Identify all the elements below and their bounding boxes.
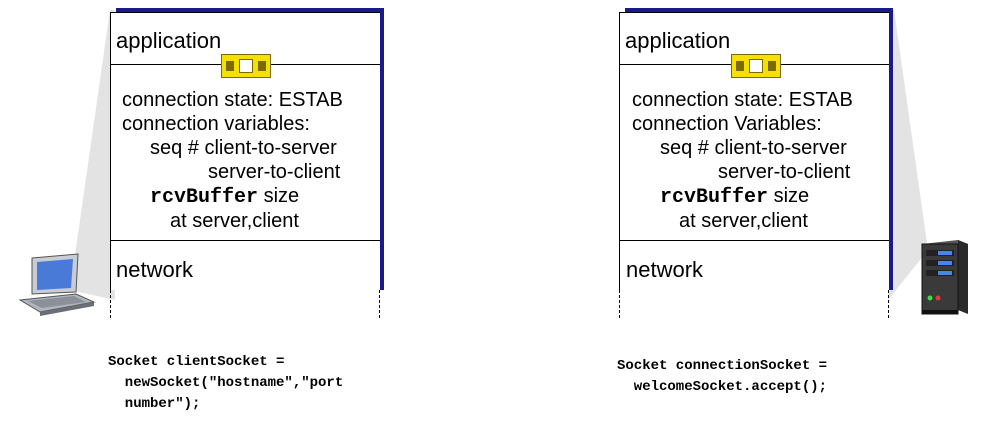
client-network-label: network	[116, 257, 194, 282]
server-socket-icon	[731, 54, 781, 78]
server-application-label: application	[625, 28, 731, 53]
server-dash-right	[888, 290, 889, 318]
server-code-line2: welcomeSocket.accept();	[617, 379, 828, 395]
server-divider-bottom	[619, 240, 889, 241]
server-at-server-client: at server,client	[679, 210, 808, 232]
server-rcvbuffer-line: rcvBuffer size	[660, 184, 809, 210]
client-conn-state: connection state: ESTAB	[122, 89, 343, 111]
server-network-label: network	[626, 257, 704, 282]
client-divider-bottom	[110, 240, 380, 241]
server-server-to-client: server-to-client	[718, 161, 851, 183]
client-dash-left	[110, 290, 111, 318]
client-perspective-cone	[70, 10, 115, 300]
client-at-server-client: at server,client	[170, 210, 299, 232]
client-code-line2: newSocket("hostname","port	[108, 375, 344, 391]
client-server-to-client: server-to-client	[208, 161, 341, 183]
client-dash-right	[379, 290, 380, 318]
server-size: size	[768, 185, 810, 207]
client-rcvbuffer: rcvBuffer	[150, 186, 259, 209]
client-rcvbuffer-line: rcvBuffer size	[150, 184, 299, 210]
client-socket-icon	[221, 54, 271, 78]
server-perspective-cone	[888, 10, 928, 300]
client-code-line3: number");	[108, 396, 201, 412]
client-conn-vars: connection variables:	[122, 113, 310, 135]
client-code-line1: Socket clientSocket =	[108, 354, 285, 370]
client-application-label: application	[116, 28, 222, 53]
server-rcvbuffer: rcvBuffer	[660, 186, 769, 209]
server-seq-line: seq # client-to-server	[660, 137, 847, 159]
client-size: size	[258, 185, 300, 207]
client-seq-line: seq # client-to-server	[150, 137, 337, 159]
server-code-line1: Socket connectionSocket =	[617, 358, 828, 374]
server-conn-vars: connection Variables:	[632, 113, 822, 135]
laptop-icon	[18, 253, 96, 316]
server-conn-state: connection state: ESTAB	[632, 89, 853, 111]
server-icon	[921, 240, 968, 315]
server-dash-left	[619, 290, 620, 318]
